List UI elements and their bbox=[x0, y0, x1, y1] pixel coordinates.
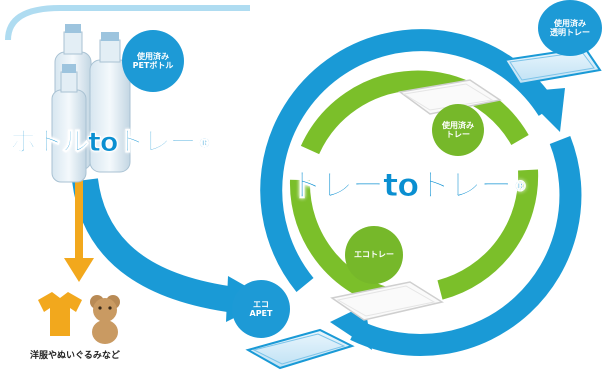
used-pet-bottle-label: 使用済み PETボトル bbox=[132, 51, 174, 70]
eco-tray-bubble: エコトレー bbox=[345, 226, 403, 284]
eco-apet-bubble: エコ APET bbox=[232, 280, 290, 338]
used-clear-tray-bubble: 使用済み 透明トレー bbox=[538, 0, 602, 56]
registered-mark: ® bbox=[513, 179, 528, 196]
used-pet-bottle-bubble: 使用済み PETボトル bbox=[122, 30, 184, 92]
eco-tray-label: エコトレー bbox=[354, 250, 394, 260]
eco-apet-tray-image bbox=[245, 328, 355, 370]
tshirt-icon bbox=[38, 292, 82, 336]
used-clear-tray-image bbox=[503, 46, 602, 86]
orange-down-arrow bbox=[64, 180, 94, 282]
used-clear-tray-label: 使用済み 透明トレー bbox=[550, 18, 590, 37]
eco-tray-image bbox=[330, 281, 444, 321]
eco-apet-label: エコ APET bbox=[249, 299, 273, 318]
tray-loop-blue-arrow bbox=[260, 29, 582, 357]
registered-mark: ® bbox=[197, 135, 212, 152]
used-tray-image bbox=[398, 79, 502, 115]
teddy-bear-icon bbox=[90, 295, 120, 344]
pet-bottles-image bbox=[51, 24, 131, 183]
used-tray-bubble: 使用済み トレー bbox=[432, 104, 484, 156]
tray-to-tray-text: トレーtoトレー bbox=[289, 166, 512, 205]
bottle-to-tray-text: ボトルtoトレー bbox=[9, 127, 196, 159]
clothing-and-toys-label: 洋服やぬいぐるみなど bbox=[30, 351, 120, 361]
bottle-to-tray-title: ボトルtoトレー® bbox=[9, 120, 212, 159]
tray-to-tray-title: トレーtoトレー® bbox=[289, 160, 528, 206]
frame-arc bbox=[5, 5, 250, 41]
used-tray-label: 使用済み トレー bbox=[442, 120, 474, 139]
